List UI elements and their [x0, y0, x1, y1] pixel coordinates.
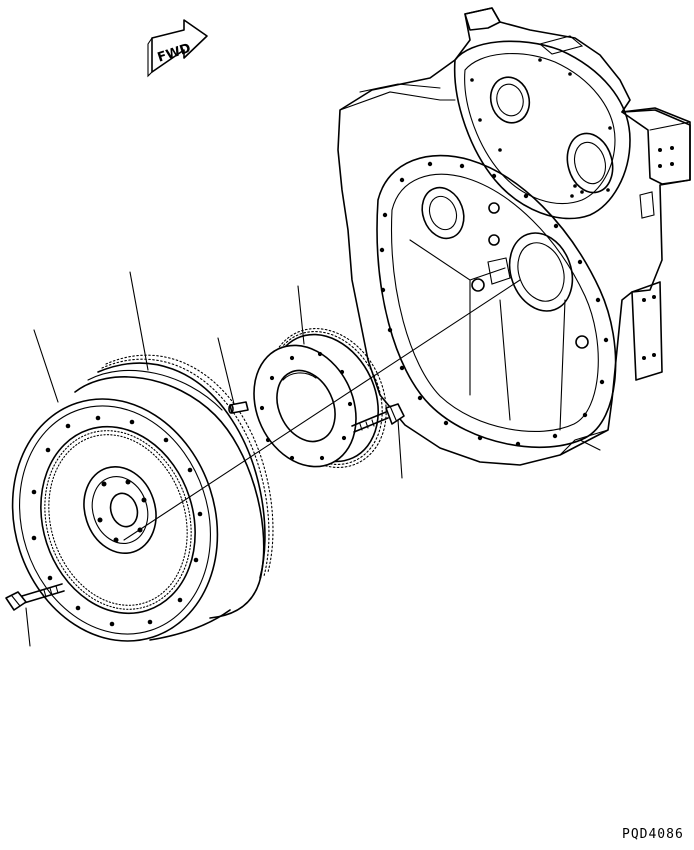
- flywheel-bolt: [5, 583, 65, 611]
- housing-bolt-holes: [379, 161, 609, 447]
- mounting-bolt: [351, 403, 405, 433]
- dowel-pin: [228, 401, 249, 414]
- flywheel-inner-teeth: [44, 430, 192, 610]
- drawing-number: PQD4086: [622, 827, 684, 842]
- fwd-arrow-icon: FWD: [147, 19, 208, 78]
- ring-gear: [253, 328, 387, 468]
- callout-leaders: [25, 271, 403, 647]
- flywheel-ring-gear-teeth: [101, 354, 274, 577]
- flywheel: [11, 354, 274, 642]
- assembly-centerline: [123, 279, 521, 541]
- flywheel-housing: [337, 7, 691, 466]
